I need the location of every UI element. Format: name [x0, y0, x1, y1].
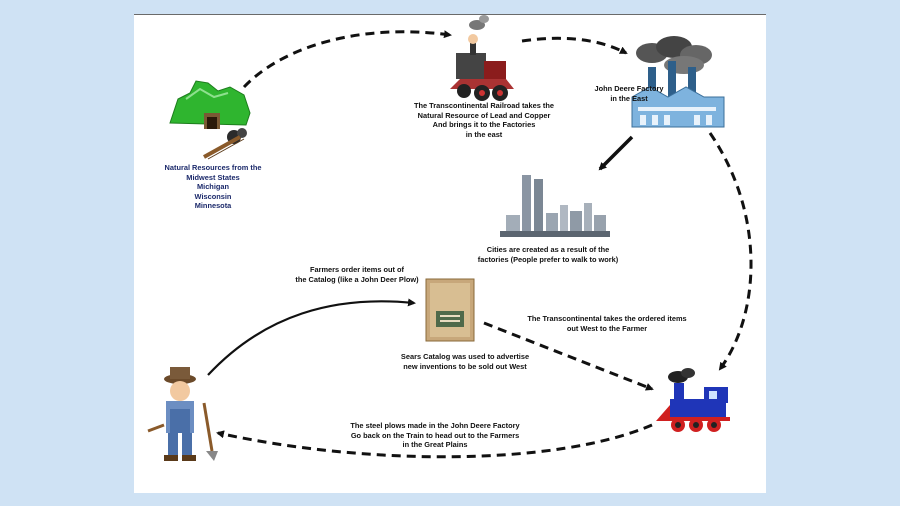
arrow-factory-to-cities [598, 135, 634, 171]
arrow-farmer-to-catalog [207, 298, 416, 376]
label-railroad: The Transcontinental Railroad takes the … [413, 101, 555, 139]
farmer-icon [147, 367, 218, 461]
label-farmers-order: Farmers order items out of the Catalog (… [295, 265, 419, 284]
label-steel-plows: The steel plows made in the John Deere F… [350, 421, 520, 450]
factory-icon [631, 36, 725, 128]
label-factory: John Deere Factory in the East [594, 84, 664, 103]
skyline-icon [500, 175, 610, 237]
label-natural-resources: Natural Resources from the Midwest State… [164, 163, 262, 211]
label-transcontinental-ordered: The Transcontinental takes the ordered i… [527, 314, 687, 333]
arrow-mine-to-railroad [242, 30, 452, 89]
mine-icon [169, 80, 251, 160]
blue-train-icon [656, 368, 730, 432]
arrow-factory-to-blue-train [708, 132, 753, 371]
arrow-blue-train-to-farmer [216, 423, 653, 459]
label-cities: Cities are created as a result of the fa… [477, 245, 619, 264]
old-train-icon [450, 15, 514, 101]
slide: Natural Resources from the Midwest State… [134, 14, 766, 493]
catalog-icon [425, 278, 475, 342]
cycle-diagram [147, 15, 753, 461]
arrow-catalog-to-blue-train [483, 321, 654, 391]
label-sears-catalog: Sears Catalog was used to advertise new … [400, 352, 530, 371]
arrow-railroad-to-factory [521, 36, 628, 55]
